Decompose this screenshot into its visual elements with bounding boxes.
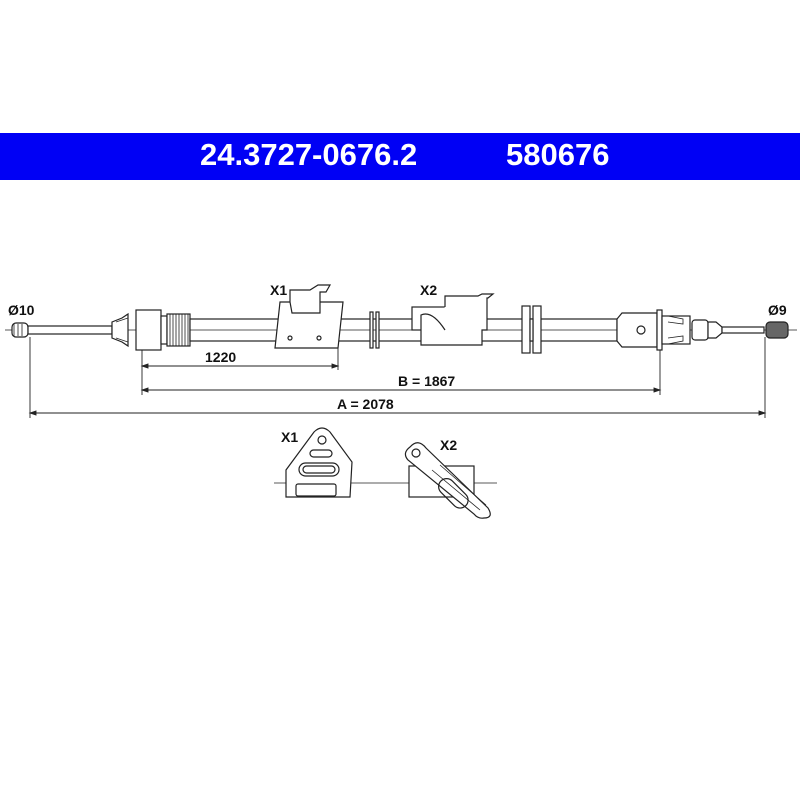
right-end-fitting <box>616 309 789 351</box>
detail-x1-label: X1 <box>281 429 298 445</box>
clip-x2-label: X2 <box>420 282 437 298</box>
right-end-diameter-label: Ø9 <box>768 302 787 318</box>
part-number: 24.3727-0676.2 <box>200 137 418 172</box>
dimension-a-label: A = 2078 <box>337 396 394 412</box>
left-end-fitting <box>11 309 191 351</box>
left-end-diameter-label: Ø10 <box>8 302 35 318</box>
clip-x2 <box>411 293 495 346</box>
dimension-1220-label: 1220 <box>205 349 236 365</box>
reference-number: 580676 <box>506 137 610 172</box>
detail-x2-label: X2 <box>440 437 457 453</box>
rubber-grommet <box>521 305 542 354</box>
header-bar <box>0 133 800 180</box>
clip-x1-label: X1 <box>270 282 287 298</box>
dimension-b-label: B = 1867 <box>398 373 455 389</box>
detail-x1 <box>285 427 353 498</box>
detail-x2 <box>404 442 491 519</box>
clip-x1 <box>274 284 344 349</box>
dimension-lines <box>28 337 767 418</box>
washer-pair <box>369 311 380 349</box>
